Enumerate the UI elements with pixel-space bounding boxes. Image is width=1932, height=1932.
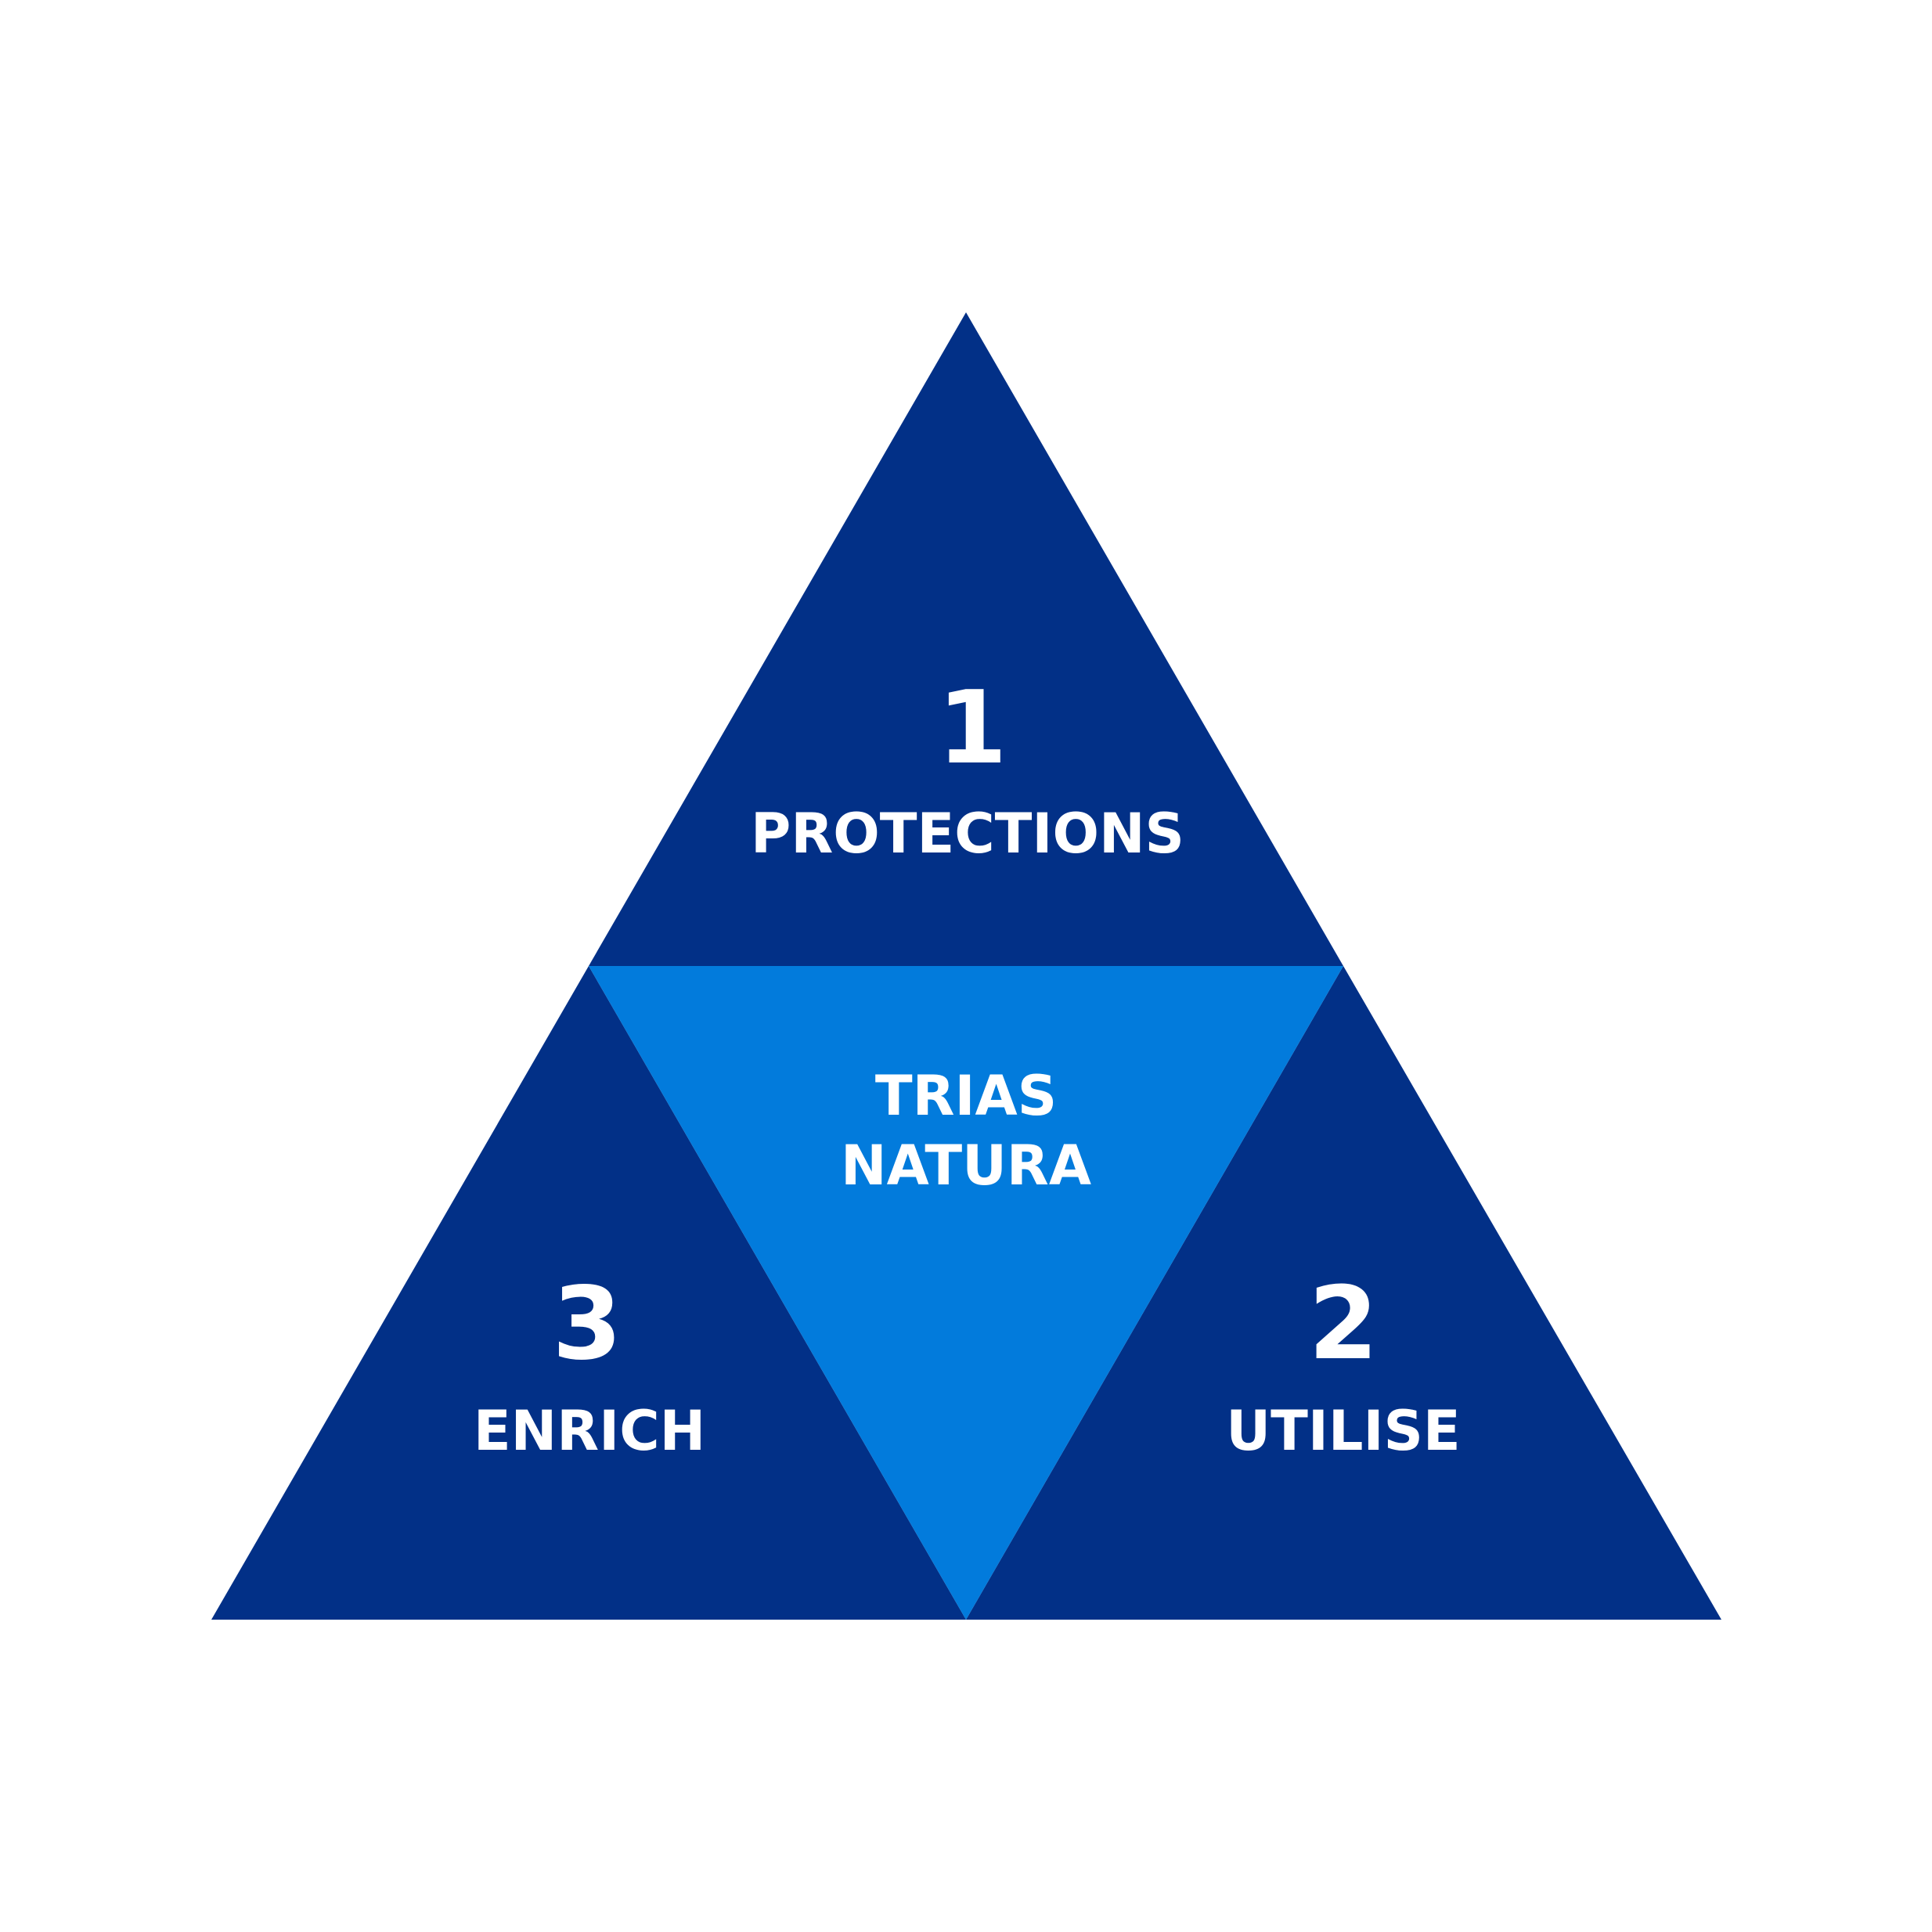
center-segment (589, 966, 1343, 1620)
top-segment (589, 312, 1343, 966)
right-segment (966, 966, 1721, 1620)
center-title-line-2: NATURA (841, 1134, 1091, 1198)
segment-2-label: UTILISE (1226, 1399, 1461, 1463)
segment-1-label: PROTECTIONS (751, 802, 1184, 866)
segment-3-number: 3 (552, 1266, 622, 1382)
center-title-line-1: TRIAS (875, 1064, 1057, 1128)
segment-3-label: ENRICH (474, 1399, 705, 1463)
segment-2-number: 2 (1308, 1266, 1378, 1382)
segment-1-number: 1 (937, 670, 1007, 787)
left-segment (211, 966, 966, 1620)
